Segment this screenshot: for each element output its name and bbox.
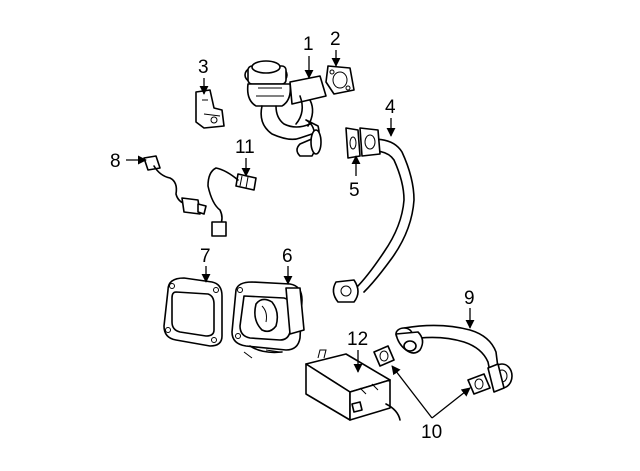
- callout-1: 1: [303, 34, 314, 55]
- oxygen-sensor-part-11: [207, 167, 257, 237]
- oxygen-sensor-part-8: [143, 155, 207, 215]
- gasket-part-5: [345, 127, 361, 159]
- callout-3: 3: [198, 57, 209, 78]
- callout-2: 2: [330, 29, 341, 50]
- callout-7: 7: [200, 246, 211, 267]
- callout-6: 6: [282, 246, 293, 267]
- bracket-part-3: [195, 89, 225, 129]
- egr-valve-part-1: [244, 60, 327, 157]
- gaskets-part-10: [373, 345, 491, 395]
- leader-lines: [126, 50, 475, 419]
- callout-labels: 1 2 3 4 5 6 7 8 9 10 11 12: [110, 29, 475, 443]
- egr-pipe-part-4: [332, 127, 415, 303]
- callout-11: 11: [235, 137, 255, 158]
- callout-12: 12: [347, 329, 368, 350]
- gasket-part-2: [325, 65, 355, 95]
- cover-gasket-part-7: [163, 277, 223, 347]
- callout-9: 9: [464, 288, 475, 309]
- leader-10a: [391, 365, 433, 419]
- callout-4: 4: [385, 97, 396, 118]
- canister-part-12: [305, 349, 401, 421]
- leader-10b: [431, 387, 471, 419]
- pipe-part-9: [395, 324, 513, 393]
- housing-part-6: [231, 281, 305, 359]
- callout-8: 8: [110, 151, 121, 172]
- callout-5: 5: [349, 180, 360, 201]
- callout-10: 10: [421, 422, 442, 443]
